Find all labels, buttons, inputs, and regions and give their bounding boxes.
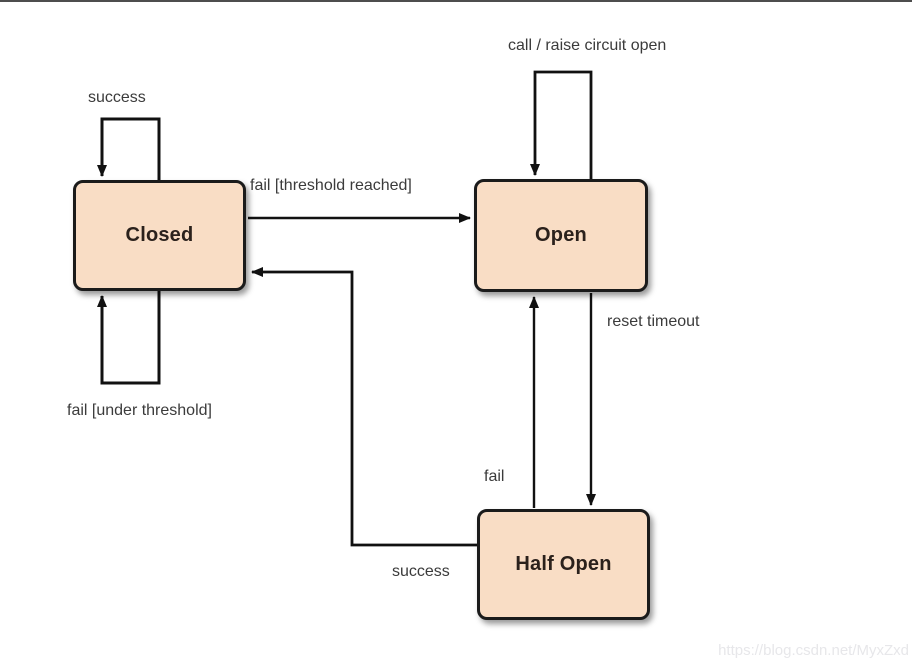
state-open-label: Open	[535, 224, 587, 246]
label-fail-threshold-reached: fail [threshold reached]	[250, 177, 412, 194]
edge-open-call-loop	[530, 70, 593, 180]
state-open: Open	[474, 179, 648, 292]
label-reset-timeout: reset timeout	[607, 313, 700, 330]
state-half-open-label: Half Open	[515, 553, 612, 575]
edge-halfopen-to-closed	[251, 267, 477, 547]
label-closed-success: success	[88, 89, 146, 106]
label-call-raise-circuit-open: call / raise circuit open	[508, 37, 667, 54]
state-half-open: Half Open	[477, 509, 650, 620]
edge-closed-success-loop	[97, 117, 161, 181]
state-closed-label: Closed	[125, 224, 194, 246]
watermark-url: https://blog.csdn.net/MyxZxd	[718, 642, 909, 659]
label-halfopen-fail: fail	[484, 468, 505, 485]
label-halfopen-success: success	[392, 563, 450, 580]
top-edge-line	[0, 0, 912, 2]
edge-closed-fail-under-loop	[97, 291, 161, 385]
state-closed: Closed	[73, 180, 246, 291]
label-closed-fail-under-threshold: fail [under threshold]	[67, 402, 212, 419]
